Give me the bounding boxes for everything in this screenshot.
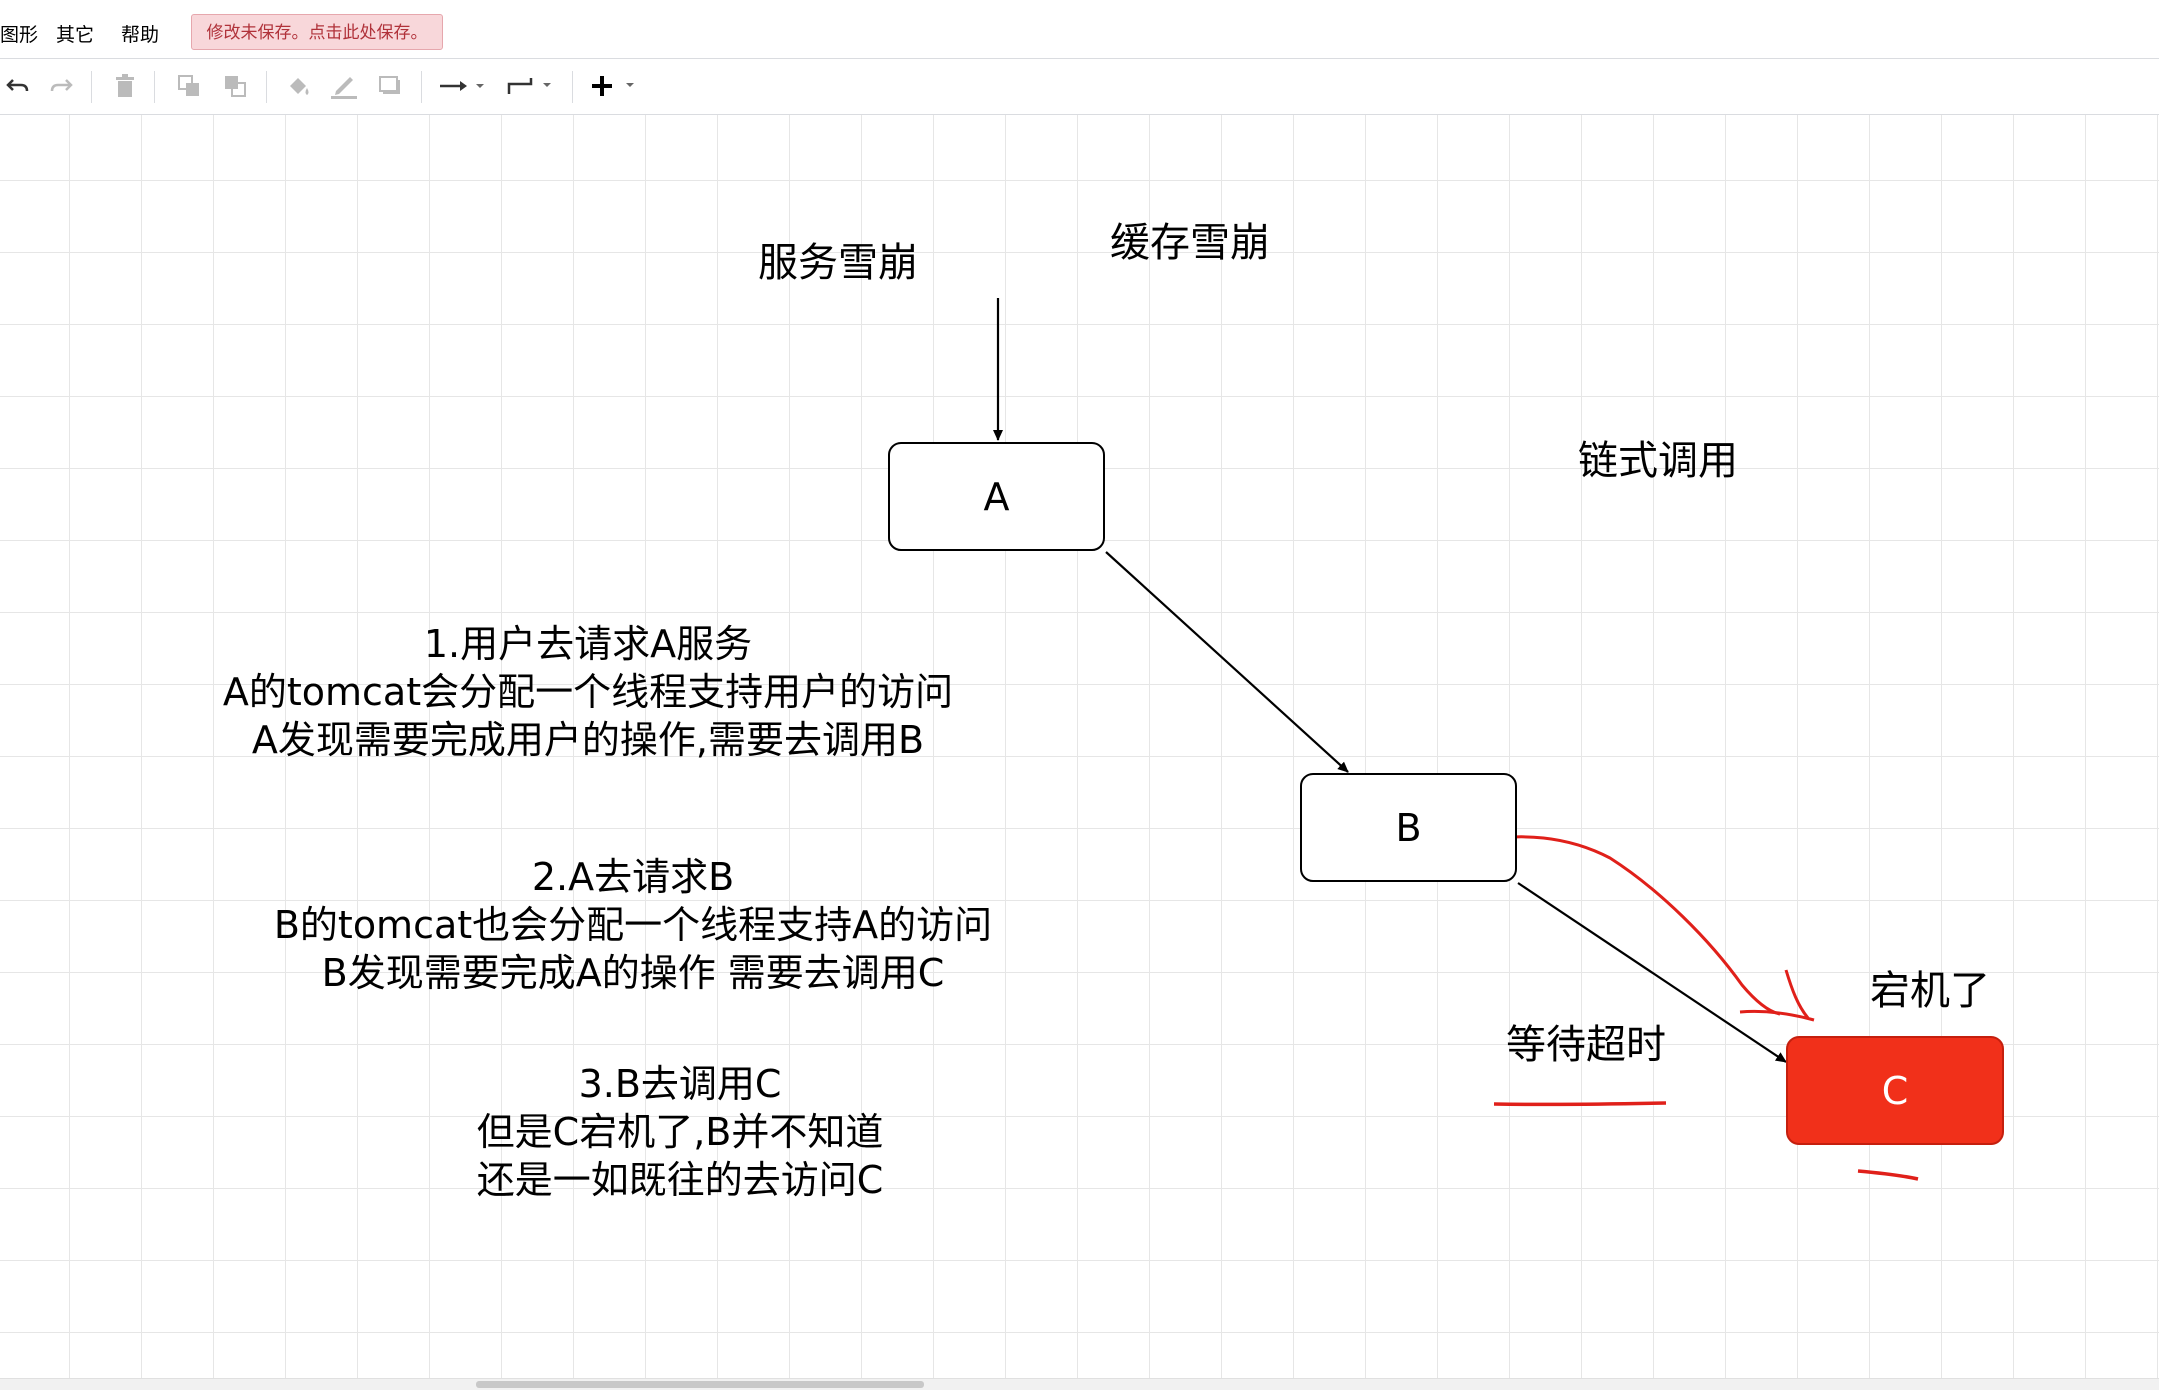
chain-call-label: 链式调用 — [1578, 438, 1738, 484]
menu-shape[interactable]: 图形 — [0, 24, 39, 46]
note-2-line-2: B的tomcat也会分配一个线程支持A的访问 — [273, 903, 993, 947]
cache-avalanche-title: 缓存雪崩 — [1110, 220, 1270, 266]
shadow-button[interactable] — [372, 69, 408, 103]
note-3-line-2: 但是C宕机了,B并不知道 — [476, 1110, 884, 1154]
note-2-line-1: 2.A去请求B — [531, 855, 735, 899]
toolbar-separator — [421, 71, 422, 103]
timeout-label: 等待超时 — [1506, 1022, 1666, 1068]
fill-color-icon — [290, 78, 309, 95]
to-back-button[interactable] — [217, 69, 253, 103]
node-c-label: C — [1881, 1068, 1909, 1113]
line-color-icon — [331, 77, 357, 99]
to-front-button[interactable] — [171, 69, 207, 103]
undo-icon — [6, 79, 29, 92]
service-avalanche-title: 服务雪崩 — [758, 240, 918, 286]
insert-icon — [592, 76, 634, 96]
toolbar-separator — [266, 71, 267, 103]
diagram-canvas[interactable] — [0, 115, 2159, 1378]
note-step-1[interactable]: 1.用户去请求A服务 A的tomcat会分配一个线程支持用户的访问 A发现需要完… — [193, 620, 983, 764]
menu-bar: 图形 其它 帮助 修改未保存。点击此处保存。 — [0, 0, 2159, 59]
connection-icon — [440, 81, 484, 91]
node-a-label: A — [983, 474, 1010, 519]
waypoints-icon — [507, 78, 551, 94]
redo-button[interactable] — [43, 69, 79, 103]
delete-icon — [116, 74, 134, 97]
node-b-label: B — [1395, 805, 1422, 850]
toolbar-separator — [572, 71, 573, 103]
fill-color-button[interactable] — [281, 69, 317, 103]
note-3-line-1: 3.B去调用C — [578, 1062, 782, 1106]
node-b[interactable]: B — [1300, 773, 1517, 882]
note-3-line-3: 还是一如既往的去访问C — [476, 1158, 884, 1202]
delete-button[interactable] — [107, 69, 143, 103]
to-back-icon — [225, 76, 246, 97]
scrollbar-thumb[interactable] — [476, 1381, 924, 1388]
to-front-icon — [178, 75, 199, 96]
note-1-line-1: 1.用户去请求A服务 — [423, 622, 753, 666]
shadow-icon — [379, 76, 400, 94]
toolbar-separator — [91, 71, 92, 103]
line-color-button[interactable] — [326, 69, 362, 103]
unsaved-changes-notice[interactable]: 修改未保存。点击此处保存。 — [191, 14, 443, 50]
note-2-line-3: B发现需要完成A的操作 需要去调用C — [321, 951, 945, 995]
horizontal-scrollbar[interactable] — [0, 1378, 2159, 1390]
menu-help[interactable]: 帮助 — [121, 24, 160, 46]
toolbar — [0, 59, 2159, 115]
crash-label: 宕机了 — [1870, 968, 1990, 1014]
undo-button[interactable] — [0, 69, 36, 103]
waypoints-button[interactable] — [503, 69, 557, 103]
node-c[interactable]: C — [1786, 1036, 2004, 1145]
toolbar-separator — [154, 71, 155, 103]
redo-icon — [50, 79, 73, 92]
menu-extras[interactable]: 其它 — [56, 24, 95, 46]
connection-style-button[interactable] — [436, 69, 490, 103]
node-a[interactable]: A — [888, 442, 1105, 551]
note-1-line-2: A的tomcat会分配一个线程支持用户的访问 — [222, 670, 954, 714]
note-step-2[interactable]: 2.A去请求B B的tomcat也会分配一个线程支持A的访问 B发现需要完成A的… — [238, 853, 1028, 997]
insert-button[interactable] — [587, 69, 641, 103]
note-1-line-3: A发现需要完成用户的操作,需要去调用B — [251, 718, 925, 762]
note-step-3[interactable]: 3.B去调用C 但是C宕机了,B并不知道 还是一如既往的去访问C — [380, 1060, 980, 1204]
